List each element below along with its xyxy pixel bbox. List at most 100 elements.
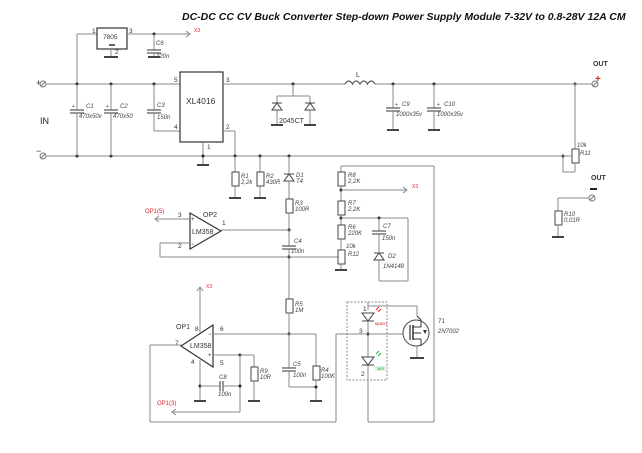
d1-value: T4 [296,179,304,185]
inductor-l: L [344,72,376,86]
led-module: красн зел 1 3 2 [336,301,418,381]
capacitor-c10: + C10 1000x35v [427,82,464,131]
resistor-r8: X3 R8 2,2K [337,166,418,201]
resistor-r7: R7 2,2K [337,200,361,225]
r11-ref: R11 [580,151,591,157]
regulator-pin-2: 2 [115,49,119,56]
resistor-r9: R9 10R [248,355,272,402]
r7-ref: R7 [348,201,356,207]
r10-value: 0,01R [564,218,581,224]
c6-value: 220n [155,54,170,60]
r2-ref: R2 [266,174,274,180]
c2-ref: C2 [120,104,128,110]
c5-value: 100n [293,373,307,379]
op1-vcc-net: X3 [206,284,212,290]
r1-ref: R1 [241,174,249,180]
capacitor-c6: C6 220n [147,34,170,60]
r9-value: 10R [260,375,272,381]
svg-text:−: − [191,242,195,248]
potentiometer-r11: 10k R11 [520,84,591,173]
input-minus-sign: − [36,146,41,156]
op1-pin-minus: 6 [220,326,224,333]
c5-ref: C5 [293,362,301,368]
diode-d2: D2 1N4148 [373,252,405,281]
resistor-r4: R4 100K [289,333,336,402]
c3-value: 150n [157,115,171,121]
potentiometer-r12: 10k R12 [335,244,360,271]
op2-net-in: OP1(5) [145,209,164,215]
ic-pin-2: 2 [226,124,230,131]
input-label: IN [40,116,49,126]
r7-value: 2,2K [347,207,361,213]
op1-pin-out: 7 [175,340,179,347]
resistor-r2: R2 430R [254,154,281,199]
r12-value: 10k [346,244,357,250]
op1-part: LM358 [190,343,212,350]
c10-ref: C10 [444,102,456,108]
d2-ref: D2 [388,254,396,260]
c7-value: 150n [382,236,396,242]
c4-ref: C4 [294,239,302,245]
d1-ref: D1 [296,173,304,179]
c9-value: 1000x35v [396,112,423,118]
ic-pin-5: 5 [174,77,178,84]
c1-ref: C1 [86,104,94,110]
svg-text:+: + [437,102,440,108]
resistor-r5: R5 1M [285,298,303,336]
c3-ref: C3 [157,103,165,109]
d2-value: 1N4148 [383,264,405,270]
r4-value: 100K [321,374,336,380]
diode-pair-name: 2045CT [279,118,305,125]
capacitor-c8: C8 100n [200,375,242,398]
schematic-title: DC-DC CC CV Buck Converter Step-down Pow… [182,11,626,23]
op1-pin-gnd: 4 [191,359,195,366]
r1-value: 2,2k [240,180,253,186]
output-plus-sign: + [595,74,601,85]
r5-value: 1M [295,308,303,314]
r11-value: 10k [577,143,588,149]
resistor-r6: R6 220K [337,224,363,250]
regulator-7805: 7805 1 2 3 X3 [76,27,200,84]
resistor-r1: R1 2,2k [229,154,253,199]
regulator-name: 7805 [103,34,118,41]
c8-ref: C8 [219,375,227,381]
r4-ref: R4 [321,368,329,374]
opamp-op1: LM358 OP1 − + 8 6 7 4 5 X3 OP1(3) [149,284,337,423]
ic-xl4016: XL4016 5 3 4 2 1 [174,71,560,166]
r8-ref: R8 [348,173,356,179]
t1-ref: T1 [438,319,445,325]
op1-ref: OP1 [176,324,190,331]
output-minus-sign [590,188,597,190]
svg-text:−: − [208,332,212,338]
c8-value: 100n [218,392,232,398]
r9-ref: R9 [260,369,268,375]
ic-pin-1: 1 [207,144,211,151]
output-plus-terminal: OUT + [560,61,609,88]
r6-value: 220K [347,231,363,237]
c9-ref: C9 [402,102,410,108]
c7-ref: C7 [383,224,391,230]
r3-ref: R3 [295,201,303,207]
t1-part: 2N7002 [437,329,460,335]
led-red-label: красн [375,321,387,326]
op1-net-out: OP1(3) [157,401,176,407]
r3-value: 100R [295,207,310,213]
input-plus-sign: + [36,78,41,88]
capacitor-c1: + C1 470x50v [70,82,103,158]
c2-value: 470x50 [113,114,133,120]
c10-value: 1000x35v [437,112,464,118]
capacitor-c7: C7 150n [341,216,409,282]
op2-pin-plus: 3 [178,212,182,219]
svg-text:+: + [191,217,195,223]
diode-d1: D1 T4 [283,154,304,199]
r6-ref: R6 [348,225,356,231]
r2-value: 430R [266,180,281,186]
led-pin-3: 3 [359,328,363,335]
op2-part: LM358 [192,229,214,236]
c4-value: 100n [291,249,305,255]
r12-ref: R12 [348,252,360,258]
net-label-x3: X3 [194,28,200,34]
opamp-op2: LM358 OP2 + − 3 2 1 OP1(5) [145,209,341,258]
svg-text:+: + [106,104,109,110]
